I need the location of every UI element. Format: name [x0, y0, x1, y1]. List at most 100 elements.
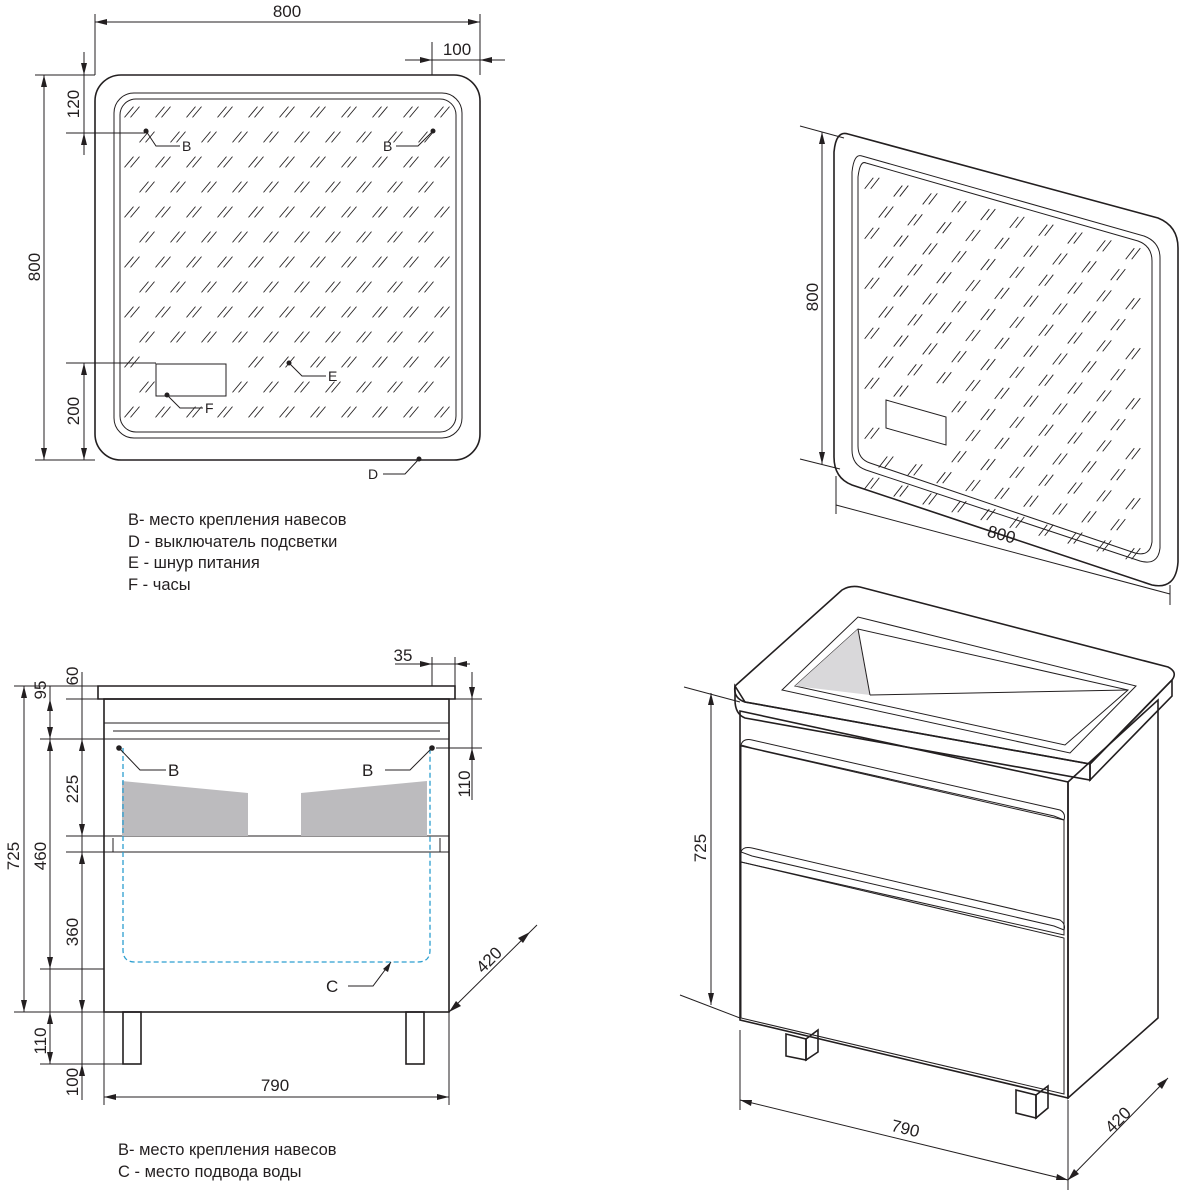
hatch-stroke [409, 406, 419, 418]
hatch-stroke [124, 256, 134, 268]
hatch-stroke [942, 471, 952, 484]
hatch-stroke [870, 177, 880, 190]
dim-line [679, 994, 741, 1019]
hatch-stroke [957, 400, 967, 413]
hatch-stroke [1102, 490, 1112, 502]
hatch-stroke [1073, 532, 1083, 544]
hatch-stroke [1096, 540, 1106, 552]
hatch-stroke [1044, 374, 1054, 387]
hatch-stroke [145, 281, 155, 293]
hatch-stroke [130, 106, 140, 118]
hatch-stroke [434, 406, 444, 418]
hatch-stroke [269, 381, 279, 393]
hatch-stroke [893, 335, 903, 347]
hatch-stroke [176, 331, 186, 343]
hatch-stroke [232, 331, 242, 343]
hatch-stroke [957, 450, 967, 463]
hatch-stroke [1110, 518, 1120, 531]
marker-label-b-left: B [182, 138, 191, 154]
hatch-stroke [899, 235, 909, 247]
arrowhead [468, 19, 480, 25]
leader-line [348, 961, 392, 987]
hatch-stroke [362, 231, 372, 243]
hatch-stroke [192, 306, 202, 318]
hatch-stroke [310, 206, 320, 218]
hatch-stroke [864, 177, 874, 190]
hatch-stroke [1116, 418, 1126, 431]
hatch-stroke [1000, 237, 1010, 250]
hatch-stroke [1000, 437, 1010, 450]
basin-rim [780, 616, 1137, 754]
hatch-stroke [870, 277, 880, 290]
hatch-stroke [971, 379, 981, 392]
hatch-stroke [223, 306, 233, 318]
hatch-stroke [316, 206, 326, 218]
hatch-stroke [1058, 503, 1068, 515]
hatch-stroke [1073, 432, 1083, 444]
hatch-stroke [130, 156, 140, 168]
hatch-stroke [362, 331, 372, 343]
hatch-stroke [1125, 297, 1135, 310]
hatch-stroke [325, 181, 335, 193]
hatch-stroke [1087, 511, 1097, 523]
hatch-stroke [1116, 368, 1126, 381]
hatch-stroke [294, 381, 304, 393]
hatch-stroke [1009, 266, 1019, 279]
hatch-stroke [884, 206, 894, 218]
hatch-stroke [347, 206, 357, 218]
arrowhead [47, 1052, 53, 1064]
hatch-stroke [161, 306, 171, 318]
hatch-stroke [403, 106, 413, 118]
arrowhead [819, 132, 825, 144]
hatch-stroke [864, 427, 874, 440]
hatch-stroke [269, 331, 279, 343]
hatch-stroke [161, 256, 171, 268]
hatch-stroke [971, 429, 981, 442]
hatch-stroke [341, 306, 351, 318]
hatch-stroke [1081, 511, 1091, 523]
hatch-stroke [1058, 253, 1068, 265]
hatch-stroke [1125, 397, 1135, 410]
hatch-stroke [1038, 424, 1048, 437]
hatch-stroke [1038, 224, 1048, 237]
hatch-stroke [409, 106, 419, 118]
hatch-stroke [325, 131, 335, 143]
hatch-stroke [341, 156, 351, 168]
hatch-stroke [176, 281, 186, 293]
cabinet-iso-leg-left [785, 1032, 807, 1061]
hatch-stroke [285, 156, 295, 168]
hatch-stroke [899, 385, 909, 397]
hatch-stroke [145, 331, 155, 343]
hatch-stroke [130, 306, 140, 318]
hatch-stroke [951, 250, 961, 263]
hatch-stroke [372, 306, 382, 318]
hatch-stroke [424, 131, 434, 143]
hatch-stroke [362, 181, 372, 193]
hatch-stroke [1081, 311, 1091, 323]
hatch-stroke [300, 181, 310, 193]
hatch-stroke [440, 156, 450, 168]
hatch-stroke [294, 181, 304, 193]
hatch-stroke [965, 479, 975, 492]
siphon-cutout-left [122, 781, 248, 836]
hatch-stroke [372, 206, 382, 218]
dim-label-110-legs: 110 [31, 1027, 50, 1054]
hatch-stroke [347, 106, 357, 118]
hatch-stroke [1110, 318, 1120, 331]
hatch-stroke [1081, 411, 1091, 423]
hatch-stroke [372, 356, 382, 368]
hatch-stroke [316, 406, 326, 418]
hatch-stroke [893, 285, 903, 297]
hatch-stroke [1015, 316, 1025, 329]
hatch-stroke [440, 206, 450, 218]
hatch-stroke [254, 206, 264, 218]
arrowhead [480, 57, 492, 63]
cabinet-body [103, 698, 450, 1013]
hatch-stroke [403, 306, 413, 318]
hatch-stroke [907, 264, 917, 276]
hatch-stroke [310, 256, 320, 268]
hatch-stroke [424, 331, 434, 343]
hatch-stroke [907, 214, 917, 226]
hatch-stroke [440, 256, 450, 268]
hatch-stroke [223, 406, 233, 418]
